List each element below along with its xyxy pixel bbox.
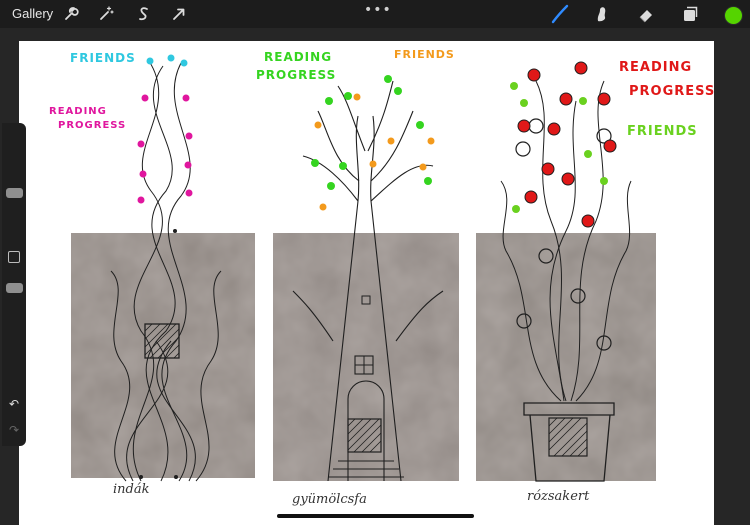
- more-options-icon[interactable]: •••: [364, 2, 392, 18]
- brush-icon[interactable]: [550, 4, 570, 24]
- layers-icon[interactable]: [680, 4, 700, 24]
- panel3-progress-label: PROGRESS: [629, 84, 714, 99]
- panel3-friends-label: FRIENDS: [627, 124, 698, 139]
- rose-garden-drawing: [476, 61, 656, 482]
- magic-wand-icon[interactable]: [96, 4, 116, 24]
- brush-size-slider[interactable]: [6, 188, 23, 198]
- modify-button[interactable]: [8, 251, 20, 263]
- panel1-progress-label: PROGRESS: [58, 120, 127, 131]
- vines-drawing: [71, 54, 255, 482]
- eraser-icon[interactable]: [636, 4, 656, 24]
- drawing-canvas[interactable]: FRIENDS READING PROGRESS indák: [19, 41, 714, 525]
- color-picker-swatch[interactable]: [724, 6, 743, 25]
- left-sidebar: ↶ ↷: [2, 123, 26, 446]
- gallery-button[interactable]: Gallery: [12, 6, 54, 21]
- top-toolbar: Gallery •••: [0, 0, 750, 28]
- panel1-friends-label: FRIENDS: [70, 51, 136, 65]
- fruit-tree-drawing: [273, 75, 459, 482]
- transform-arrow-icon[interactable]: [169, 4, 189, 24]
- undo-button[interactable]: ↶: [9, 397, 20, 411]
- panel2-reading-label: READING: [264, 50, 333, 64]
- home-indicator: [277, 514, 474, 518]
- smudge-icon[interactable]: [592, 4, 612, 24]
- redo-button[interactable]: ↷: [9, 423, 20, 437]
- panel3-reading-label: READING: [619, 60, 693, 75]
- panel1-caption: indák: [113, 482, 150, 497]
- panel2-friends-label: FRIENDS: [394, 48, 455, 61]
- wrench-icon[interactable]: [61, 4, 81, 24]
- panel3-caption: rózsakert: [527, 489, 590, 504]
- selection-s-icon[interactable]: [134, 4, 154, 24]
- panel1-reading-label: READING: [49, 106, 107, 117]
- opacity-slider[interactable]: [6, 283, 23, 293]
- panel2-caption: gyümölcsfa: [292, 492, 367, 507]
- panel2-progress-label: PROGRESS: [256, 68, 337, 82]
